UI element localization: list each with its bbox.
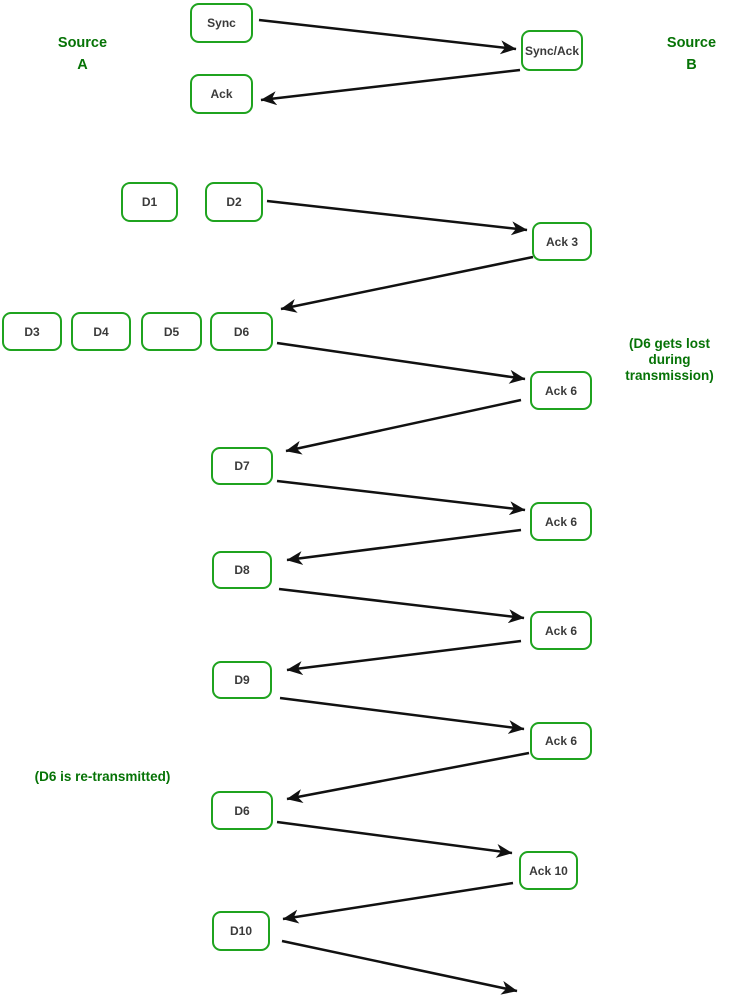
arrow-syncack-to-ack <box>260 68 521 106</box>
node-ack3: Ack 3 <box>532 222 592 261</box>
arrow-ack6-3-to-d9 <box>286 639 522 676</box>
arrow-ack6-1-to-d7 <box>285 398 522 455</box>
arrow-ack3-to-d6 <box>280 255 534 313</box>
source-a-label: Source A <box>57 35 108 73</box>
d6-retransmit-note: (D6 is re-transmitted) <box>34 769 171 784</box>
node-ack6-4: Ack 6 <box>530 722 592 760</box>
arrow-sync-to-syncack <box>258 18 517 55</box>
node-d8: D8 <box>212 551 272 589</box>
node-sync: Sync <box>190 3 253 43</box>
arrow-d6-retransmit-to-ack10 <box>276 820 513 858</box>
node-ack10: Ack 10 <box>519 851 578 890</box>
arrow-d6-to-ack6-1 <box>276 341 526 384</box>
node-d6-retransmit: D6 <box>211 791 273 830</box>
node-ack6-3: Ack 6 <box>530 611 592 650</box>
arrow-ack6-2-to-d8 <box>286 528 522 565</box>
node-d1: D1 <box>121 182 178 222</box>
node-ack: Ack <box>190 74 253 114</box>
node-d4: D4 <box>71 312 131 351</box>
arrow-d9-to-ack6-4 <box>279 696 525 734</box>
node-d10: D10 <box>212 911 270 951</box>
arrow-ack6-4-to-d6-retransmit <box>286 751 530 803</box>
node-d3: D3 <box>2 312 62 351</box>
arrow-d2-to-ack3 <box>266 199 528 236</box>
node-ack6-2: Ack 6 <box>530 502 592 541</box>
node-d9: D9 <box>212 661 272 699</box>
arrow-d8-to-ack6-3 <box>278 587 525 624</box>
source-b-label: Source B <box>666 35 717 73</box>
node-d7: D7 <box>211 447 273 485</box>
arrow-ack10-to-d10 <box>282 881 514 924</box>
arrow-d7-to-ack6-2 <box>276 479 526 516</box>
node-d6: D6 <box>210 312 273 351</box>
arrow-d10-to-offscreen <box>281 939 518 995</box>
d6-lost-note: (D6 gets lost during transmission) <box>625 336 714 384</box>
node-sync-ack: Sync/Ack <box>521 30 583 71</box>
node-d2: D2 <box>205 182 263 222</box>
node-ack6-1: Ack 6 <box>530 371 592 410</box>
node-d5: D5 <box>141 312 202 351</box>
